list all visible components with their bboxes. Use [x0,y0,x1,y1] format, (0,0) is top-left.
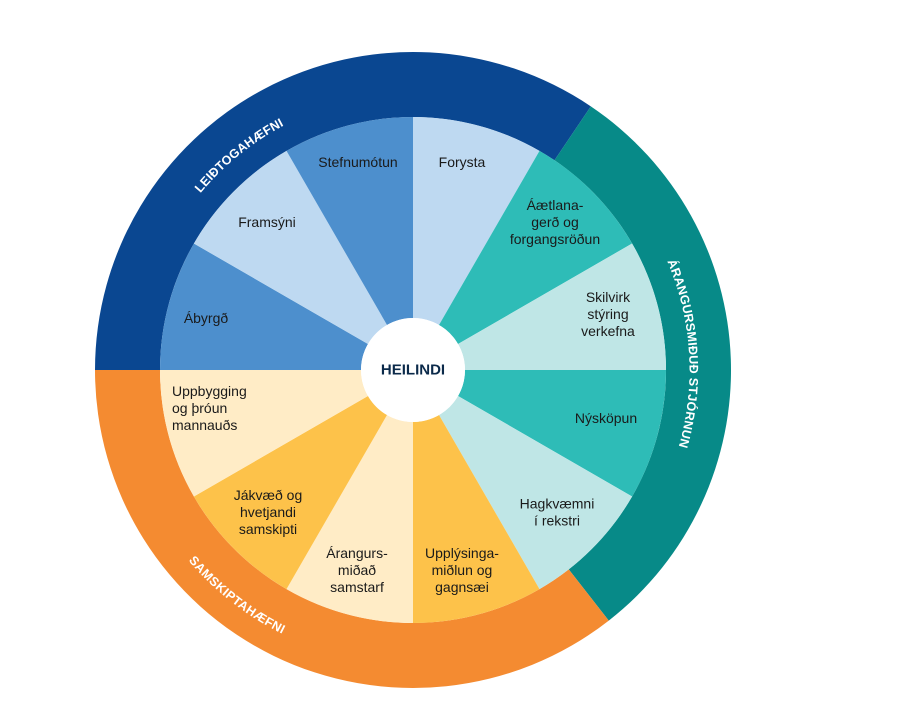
segment-label-line: gagnsæi [435,579,489,595]
segment-wedge [286,117,413,325]
ring-arc-results [554,106,731,621]
center-core: HEILINDI [361,318,465,422]
segment-label-line: forgangsröðun [510,231,600,247]
segment-label: Framsýni [238,214,296,230]
segment-label-line: samstarf [330,579,384,595]
segment-label-line: í rekstri [534,513,580,529]
segment-wedge [160,370,368,497]
segment-wedge [458,370,666,497]
segment-label-line: Nýsköpun [575,410,637,426]
segment-wedge [193,396,387,590]
segment-label: Forysta [439,154,486,170]
segment-label-line: Framsýni [238,214,296,230]
segment-label-line: Forysta [439,154,486,170]
segment-label-line: Upplýsinga- [425,545,499,561]
segment-label-line: Ábyrgð [184,310,229,326]
segment-label-line: Uppbygging [172,383,247,399]
segment-label-line: Stefnumótun [318,154,397,170]
center-circle [361,318,465,422]
ring-arc-communication [95,370,609,688]
segment-wedge [413,117,540,325]
segment-label-line: gerð og [531,214,578,230]
segment-label-line: Árangurs- [326,545,388,561]
segment-label-line: Áætlana- [527,197,584,213]
segment-label-line: samskipti [239,521,297,537]
segment-label-line: stýring [587,306,628,322]
segment-label-line: hvetjandi [240,504,296,520]
segment-label-line: Hagkvæmni [520,496,595,512]
segment-label-line: miðlun og [432,562,493,578]
segment-wedge [439,150,633,344]
segment-label-line: verkefna [581,323,635,339]
ring-arc-leadership [95,51,591,370]
segment-label-line: og þróun [172,400,227,416]
segment-label: Ábyrgð [184,310,229,326]
center-label: HEILINDI [381,362,445,379]
segment-wedge [193,150,387,344]
segment-label: Stefnumótun [318,154,397,170]
segment-label-line: mannauðs [172,417,237,433]
segment-wedge [160,243,368,370]
segment-wedge [458,243,666,370]
outer-ring [95,51,731,688]
segment-wedge [413,415,540,623]
segment-label-line: Jákvæð og [234,487,302,503]
segment-label: Nýsköpun [575,410,637,426]
segment-label-line: Skilvirk [586,289,631,305]
segment-wedge [286,415,413,623]
segment-label-line: miðað [338,562,376,578]
segment-wedge [439,396,633,590]
